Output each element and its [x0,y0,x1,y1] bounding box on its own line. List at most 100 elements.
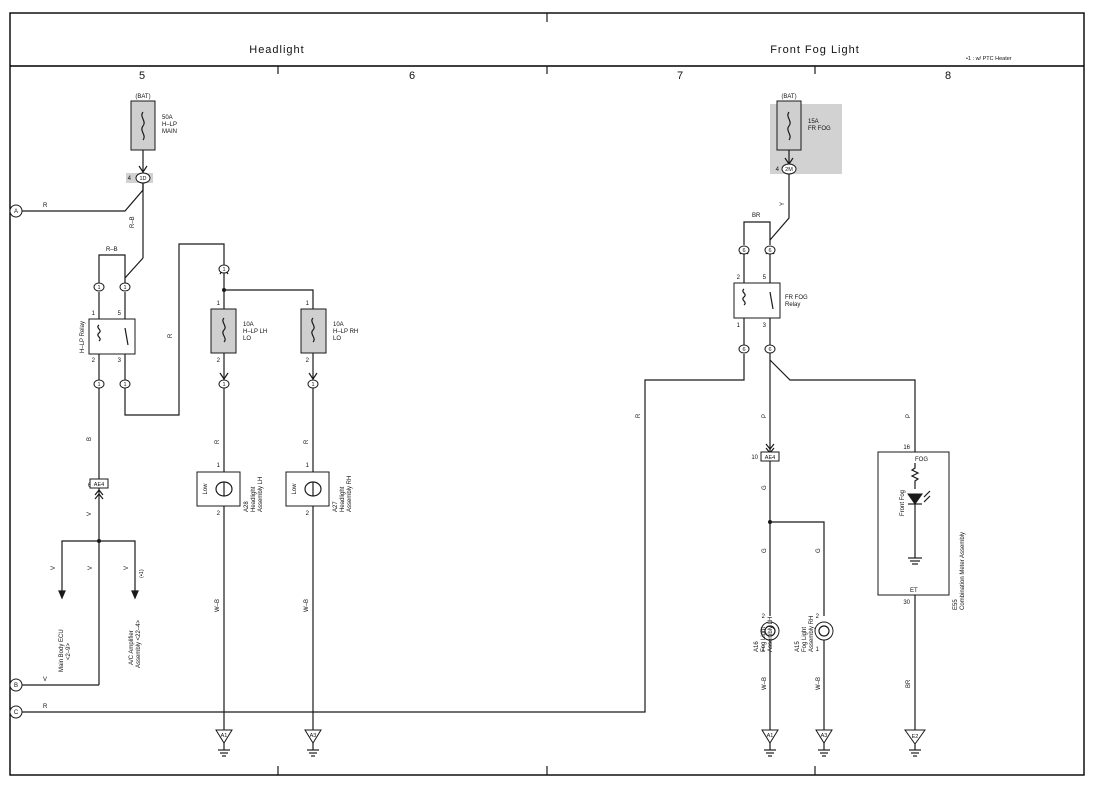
svg-text:E2: E2 [912,734,919,740]
svg-text:MAIN: MAIN [162,129,177,135]
ground-a3-left [304,729,322,744]
hlp-relay [88,318,136,355]
svg-text:1: 1 [222,382,225,388]
fuse-icon [787,111,791,141]
svg-text:6: 6 [742,248,745,254]
svg-text:P: P [762,414,768,418]
svg-text:BR: BR [906,679,912,688]
svg-text:10: 10 [751,455,758,461]
target-ac-amplifier: A/C Amplifier [129,630,135,665]
column-8: 8 [945,70,951,82]
svg-text:ET: ET [910,588,918,594]
svg-text:W–B: W–B [762,677,768,690]
column-5: 5 [139,70,145,82]
svg-text:R: R [215,439,221,444]
svg-text:E55: E55 [953,599,959,610]
svg-text:A: A [14,209,18,215]
svg-text:1: 1 [762,647,766,653]
svg-text:1: 1 [306,463,310,469]
svg-text:6: 6 [742,347,745,353]
svg-text:BR: BR [752,213,761,219]
svg-text:1: 1 [311,382,314,388]
svg-text:3: 3 [118,358,122,364]
svg-text:1: 1 [737,323,741,329]
svg-text:A27: A27 [333,501,339,512]
svg-text:G: G [762,485,768,490]
svg-text:Low: Low [203,483,209,495]
svg-text:W–B: W–B [816,677,822,690]
svg-text:Low: Low [292,483,298,495]
svg-text:6: 6 [768,347,771,353]
svg-text:30: 30 [903,600,910,606]
svg-text:Headlight: Headlight [251,486,257,512]
svg-text:B: B [14,683,18,689]
svg-text:A3: A3 [310,733,317,739]
column-7: 7 [677,70,683,82]
svg-text:Relay: Relay [785,302,800,308]
port-b [9,678,23,692]
svg-text:A1: A1 [221,733,228,739]
headlight-assembly-rh [285,471,330,507]
svg-text:2: 2 [306,511,310,517]
svg-text:2: 2 [306,358,310,364]
svg-text:6: 6 [768,248,771,254]
svg-text:1D: 1D [139,176,146,182]
svg-text:2: 2 [762,614,766,620]
svg-text:(•1): (•1) [139,569,145,578]
fuse-icon [222,317,226,343]
svg-text:R–B: R–B [106,247,118,253]
svg-text:H–LP: H–LP [162,122,177,128]
svg-text:1: 1 [306,301,310,307]
svg-text:50A: 50A [162,115,173,121]
section-title-headlight: Headlight [249,44,304,56]
svg-text:Combination Meter Assembly: Combination Meter Assembly [960,532,966,610]
svg-text:V: V [51,566,57,570]
svg-text:A1: A1 [767,733,774,739]
svg-text:R: R [636,413,642,418]
svg-text:V: V [43,677,47,683]
svg-text:V: V [87,512,93,516]
svg-text:1: 1 [217,301,221,307]
svg-text:A28: A28 [244,501,250,512]
svg-text:Assembly RH: Assembly RH [809,616,815,652]
fuse-15a-fr-fog [776,100,802,151]
svg-text:15A: 15A [808,119,819,125]
svg-text:FOG: FOG [915,457,928,463]
relay-coil-icon [97,324,101,342]
svg-text:Assembly LH: Assembly LH [258,477,264,512]
ground-e2 [904,729,926,745]
svg-text:A3: A3 [821,733,828,739]
svg-text:Headlight: Headlight [340,486,346,512]
svg-text:1: 1 [97,285,100,291]
svg-text:H–LP Relay: H–LP Relay [80,321,86,353]
fr-fog-relay [733,282,781,319]
svg-text:G: G [816,548,822,553]
svg-text:1: 1 [123,285,126,291]
svg-text:LO: LO [243,336,251,342]
svg-text:R: R [43,203,48,209]
svg-text:1: 1 [92,311,96,317]
svg-text:5: 5 [763,275,767,281]
svg-text:Assembly RH: Assembly RH [347,476,353,512]
svg-text:P: P [906,414,912,418]
svg-text:1: 1 [222,267,225,273]
svg-text:FR FOG: FR FOG [785,295,808,301]
svg-text:B: B [87,437,93,441]
svg-text:(BAT): (BAT) [781,94,796,100]
svg-text:Fog Light: Fog Light [761,627,767,652]
svg-text:H–LP LH: H–LP LH [243,329,267,335]
svg-text:2M: 2M [785,167,793,173]
svg-text:LO: LO [333,336,341,342]
column-6: 6 [409,70,415,82]
footnote: •1 : w/ PTC Heater [966,56,1012,62]
svg-text:Assembly LH: Assembly LH [768,617,774,652]
svg-text:10A: 10A [333,322,344,328]
svg-text:1: 1 [816,647,820,653]
svg-text:2: 2 [816,614,820,620]
svg-text:4: 4 [776,167,780,173]
relay-switch-icon [124,327,129,346]
lamp-icon [764,625,776,637]
svg-text:2: 2 [737,275,741,281]
svg-text:2: 2 [217,511,221,517]
